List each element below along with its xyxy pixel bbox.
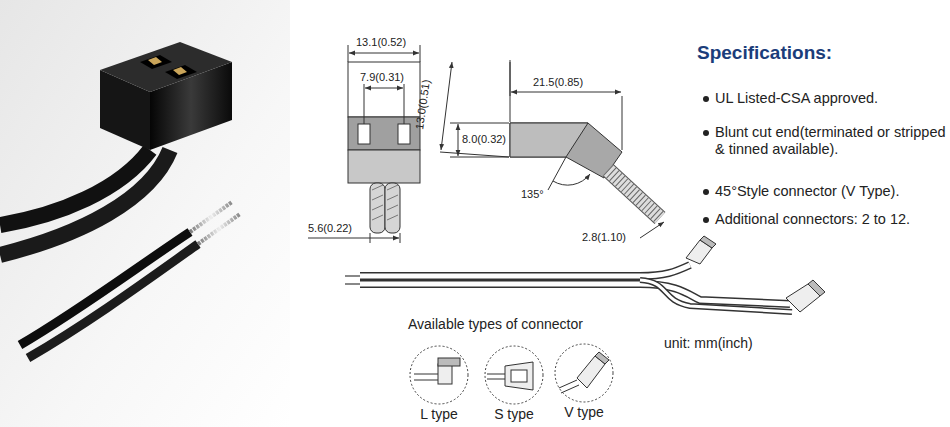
- spec-item: 45°Style connector (V Type).: [715, 183, 899, 200]
- dimension-label: 13.1(0.52): [356, 36, 406, 49]
- side-view-drawing: [440, 60, 664, 238]
- angle-label: 135°: [521, 188, 544, 201]
- dimension-label: 2.8(1.10): [582, 231, 626, 244]
- spec-item: Blunt cut end(terminated or stripped & t…: [715, 124, 947, 159]
- dimension-label: 8.0(0.32): [462, 133, 506, 146]
- connector-type: V type: [553, 342, 615, 420]
- type-label: V type: [543, 404, 625, 420]
- connector-icon: [483, 344, 545, 406]
- dimension-label: 7.9(0.31): [360, 71, 404, 84]
- dimension-label: 5.6(0.22): [308, 222, 352, 235]
- spec-item: Additional connectors: 2 to 12.: [715, 211, 910, 228]
- connector-icon: [408, 344, 470, 406]
- bullet-dots: [703, 96, 709, 223]
- type-label: L type: [398, 406, 480, 422]
- connector-type: L type: [408, 344, 470, 422]
- unit-note: unit: mm(inch): [664, 335, 753, 352]
- dimension-label: 21.5(0.85): [533, 76, 583, 89]
- cable-assembly: [345, 236, 825, 312]
- type-label: S type: [473, 406, 555, 422]
- section-label: Available types of connector: [408, 316, 583, 333]
- spec-item: UL Listed-CSA approved.: [715, 90, 878, 107]
- product-photo: [0, 0, 290, 427]
- front-view-drawing: [308, 45, 420, 243]
- connector-icon: [553, 342, 615, 404]
- section-title: Specifications:: [697, 42, 832, 65]
- connector-type: S type: [483, 344, 545, 422]
